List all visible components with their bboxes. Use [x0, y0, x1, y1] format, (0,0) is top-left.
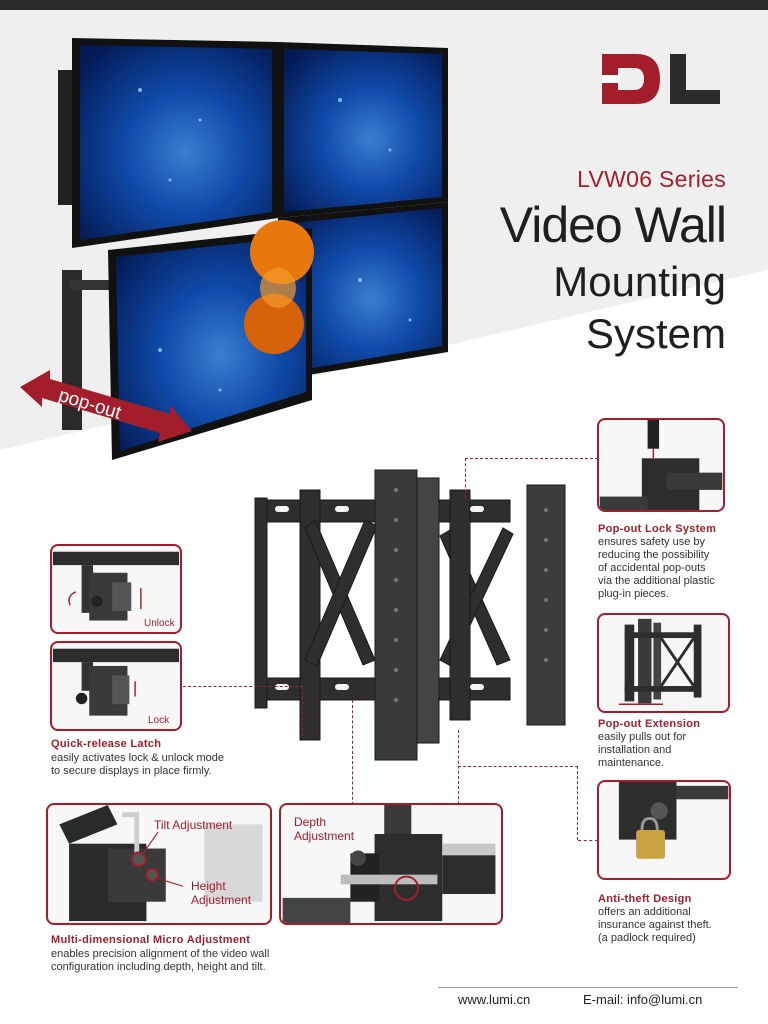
video-wall-illustration: [20, 30, 460, 470]
anti-theft-title: Anti-theft Design: [598, 893, 692, 905]
anti-theft-box: [597, 780, 731, 880]
lock-label: Lock: [148, 715, 170, 726]
leader-line: [352, 700, 353, 810]
leader-line: [458, 766, 578, 840]
tilt-adjustment-label: Tilt Adjustment: [154, 818, 233, 832]
leader-line: [465, 458, 598, 498]
unlock-label: Unlock: [144, 618, 175, 629]
leader-line: [458, 730, 578, 840]
popout-lock-text-3: of accidental pop-outs: [598, 562, 706, 574]
quick-release-title: Quick-release Latch: [51, 738, 162, 750]
series-name: LVW06 Series: [577, 166, 726, 192]
anti-theft-text-3: (a padlock required): [598, 932, 696, 944]
popout-extension-box: [597, 613, 730, 713]
quick-release-text-2: to secure displays in place firmly.: [51, 765, 212, 777]
brand-logo: [600, 50, 722, 108]
quick-release-text-1: easily activates lock & unlock mode: [51, 752, 225, 764]
popout-lock-text-4: via the additional plastic: [598, 575, 715, 587]
leader-line: [183, 686, 303, 736]
micro-adjustment-text-2: configuration including depth, height an…: [51, 961, 266, 973]
unlock-detail-box: [50, 544, 182, 634]
popout-extension-text-3: maintenance.: [598, 757, 665, 769]
anti-theft-text-2: insurance against theft.: [598, 919, 712, 931]
popout-lock-text-2: reducing the possibility: [598, 549, 710, 561]
popout-extension-text-1: easily pulls out for: [598, 731, 687, 743]
footer-website[interactable]: www.lumi.cn: [458, 992, 531, 1007]
popout-extension-title: Pop-out Extension: [598, 718, 701, 730]
leader-line: [578, 840, 598, 841]
page-title-line1: Video Wall: [499, 197, 727, 253]
popout-extension-text-2: installation and: [598, 744, 672, 756]
micro-adjustment-text-1: enables precision alignment of the video…: [51, 948, 270, 960]
depth-adjustment-label-1: Depth: [294, 815, 327, 829]
page-title-line3: System: [585, 310, 726, 357]
footer-divider: [438, 987, 738, 988]
popout-lock-text-1: ensures safety use by: [598, 536, 706, 548]
micro-adjustment-title: Multi-dimensional Micro Adjustment: [51, 934, 251, 946]
mount-illustration: [245, 460, 580, 770]
depth-adjustment-box: [279, 803, 503, 925]
popout-lock-box: [597, 418, 725, 512]
micro-adjustment-box: [46, 803, 272, 925]
height-adjustment-label-2: Adjustment: [191, 893, 252, 907]
top-bar: [0, 0, 768, 10]
popout-lock-text-5: plug-in pieces.: [598, 588, 669, 600]
footer-email[interactable]: E-mail: info@lumi.cn: [583, 992, 703, 1007]
lock-detail-box: [50, 641, 182, 731]
height-adjustment-label-1: Height: [191, 879, 226, 893]
anti-theft-text-1: offers an additional: [598, 906, 691, 918]
popout-lock-title: Pop-out Lock System: [598, 523, 717, 535]
depth-adjustment-label-2: Adjustment: [294, 829, 355, 843]
page-title-line2: Mounting: [553, 258, 726, 305]
